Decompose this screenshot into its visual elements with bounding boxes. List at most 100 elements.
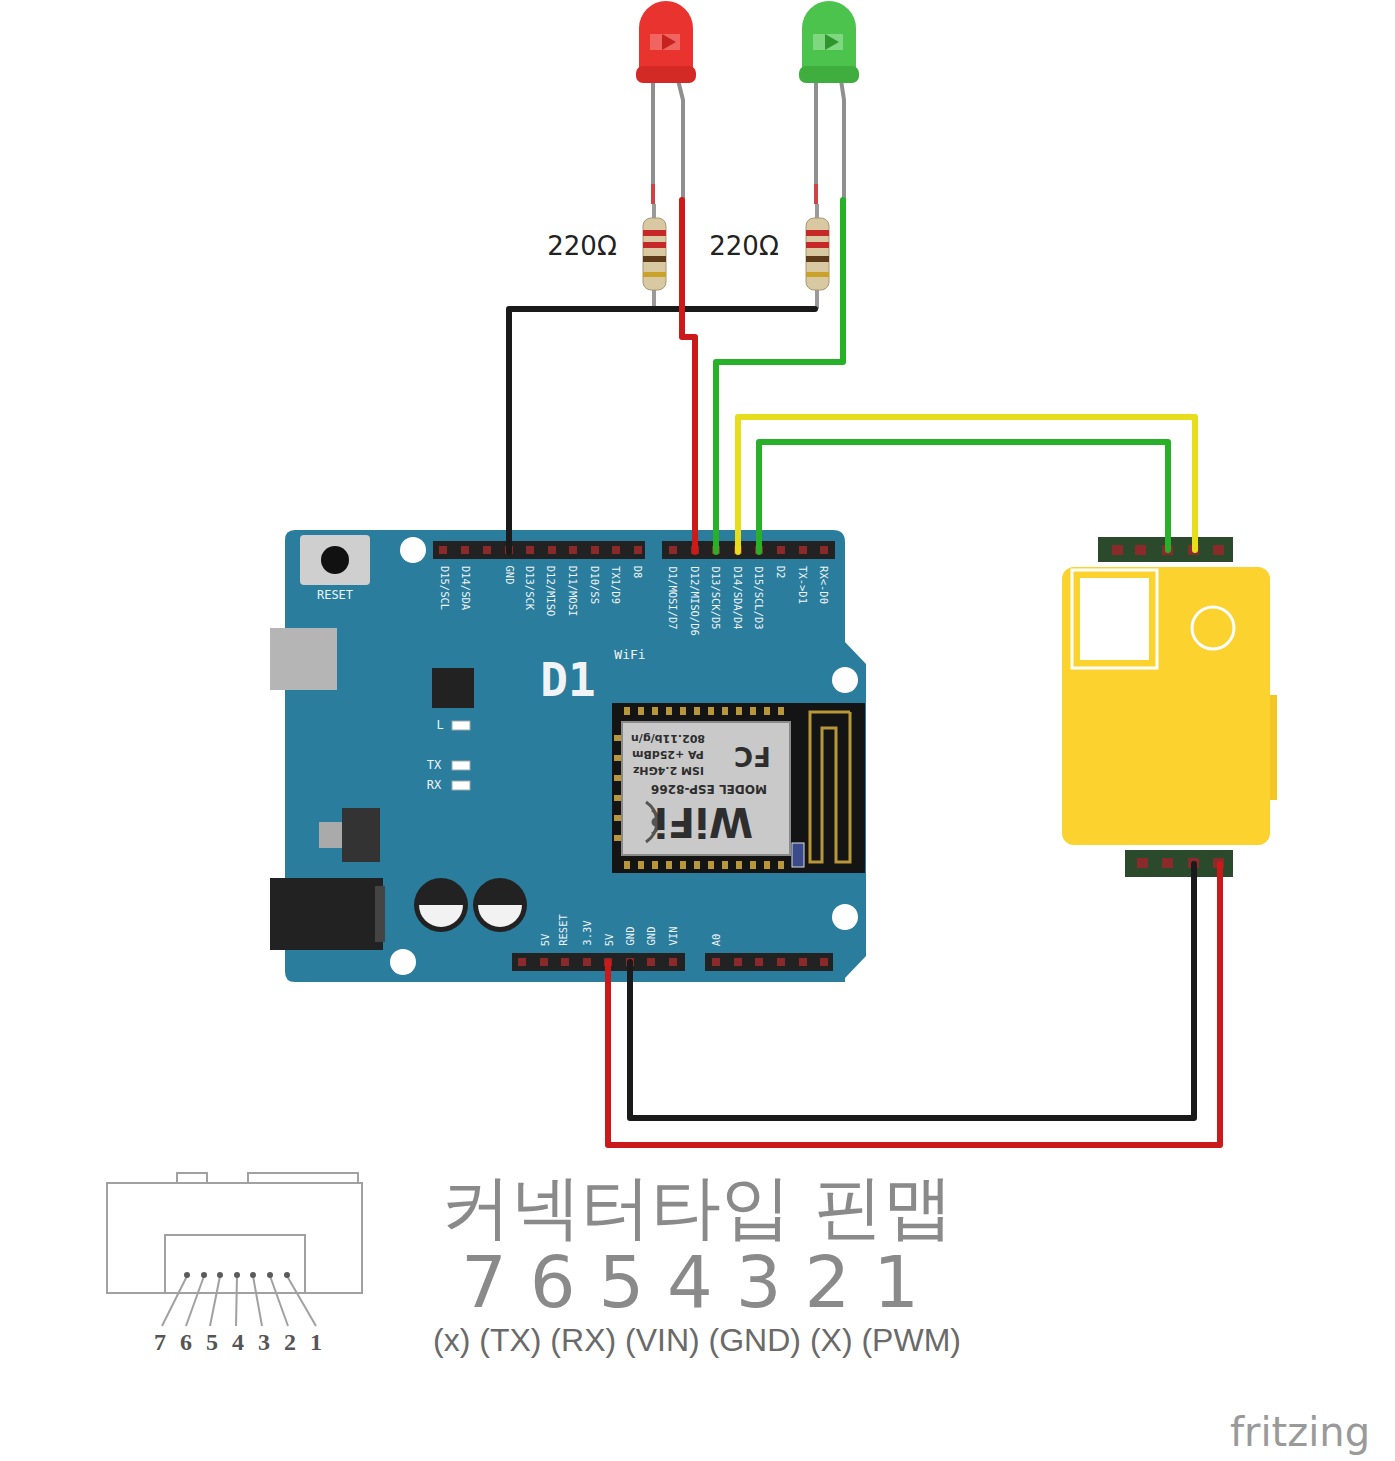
certification-mark: FC — [734, 740, 771, 770]
connector-drawing — [248, 1173, 358, 1183]
wemos-d1-board: RESETD15/SCLD14/SDAGNDD13/SCKD12/MISOD11… — [285, 530, 867, 982]
esp-carrier — [614, 815, 621, 821]
pin-label: VIN — [667, 927, 679, 946]
esp-carrier — [764, 707, 770, 715]
reset-button — [321, 546, 349, 574]
sensor-module — [1135, 545, 1146, 555]
header — [777, 546, 785, 554]
esp-carrier — [708, 861, 714, 869]
pin-label: D12/MISO/D6 — [689, 566, 701, 636]
resistor-value: 220Ω — [709, 232, 779, 262]
resistor-symbol — [806, 256, 829, 262]
header — [548, 546, 556, 554]
connector-drawing — [107, 1173, 362, 1326]
pin-numbers: 7 6 5 4 3 2 1 — [461, 1241, 919, 1324]
sensor-module — [1162, 858, 1173, 868]
esp-carrier — [810, 712, 850, 862]
connector-drawing — [184, 1272, 190, 1278]
esp-carrier — [736, 861, 742, 869]
esp-carrier — [750, 861, 756, 869]
header — [669, 958, 677, 966]
header — [439, 546, 828, 966]
esp-carrier — [736, 707, 742, 715]
red-led — [636, 66, 696, 83]
esp-carrier — [614, 735, 621, 741]
pin-label: D11/MOSI — [567, 566, 579, 617]
header — [439, 546, 447, 554]
header — [461, 546, 469, 554]
resistor-symbol — [643, 230, 666, 236]
red-led — [678, 80, 683, 200]
chip — [432, 668, 474, 708]
esp-carrier — [764, 861, 770, 869]
green-led — [814, 184, 818, 204]
esp-carrier — [638, 707, 644, 715]
pinmap-heading: 커넥터타입 핀맵 — [441, 1167, 953, 1248]
esp-carrier — [750, 707, 756, 715]
pin-label: GND — [624, 927, 636, 946]
header — [734, 958, 742, 966]
sensor-module — [1125, 850, 1233, 877]
header — [820, 958, 828, 966]
esp-carrier — [614, 755, 621, 761]
esp-carrier — [612, 703, 865, 873]
pin-label: 5V — [539, 933, 551, 946]
header — [518, 958, 526, 966]
module-marking: PA +25dBm — [632, 747, 704, 760]
reset-button — [300, 535, 370, 585]
header — [755, 546, 763, 554]
sensor-module — [1213, 545, 1224, 555]
esp-carrier — [614, 795, 621, 801]
mounting-hole — [832, 667, 858, 693]
esp8266-module: WiFiMODEL ESP-8266ISM 2.4GHzPA +25dBm802… — [622, 722, 790, 855]
capacitor — [419, 905, 463, 927]
esp-carrier — [680, 707, 686, 715]
resistor-symbol — [643, 272, 666, 277]
wire-red — [682, 200, 695, 552]
power-jack — [270, 878, 385, 950]
esp-carrier — [666, 707, 672, 715]
pin-label: D13/SCK — [524, 566, 536, 610]
header — [433, 541, 645, 559]
esp-carrier — [792, 843, 804, 867]
header — [526, 546, 534, 554]
green-led — [799, 66, 859, 83]
mounting-hole — [390, 537, 858, 975]
header — [512, 953, 685, 971]
pin-label: RESET — [557, 914, 569, 946]
sensor-module — [1072, 570, 1157, 668]
header — [569, 546, 577, 554]
esp-carrier — [624, 861, 630, 869]
green-led — [802, 1, 856, 75]
pin-label: TX1/D9 — [610, 566, 622, 604]
esp-carrier — [638, 861, 644, 869]
red-led — [651, 184, 655, 204]
header — [433, 541, 835, 971]
header — [540, 958, 548, 966]
red-led — [636, 1, 696, 204]
pin-label: D14/SDA — [460, 566, 472, 610]
connector-drawing — [201, 1272, 207, 1278]
pin-label: 5V — [603, 933, 615, 946]
header — [626, 958, 634, 966]
led-pad — [452, 721, 470, 790]
header — [777, 958, 785, 966]
header — [604, 958, 612, 966]
esp-carrier — [694, 861, 700, 869]
header — [705, 953, 833, 971]
pin-label: TX->D1 — [797, 566, 809, 604]
module-marking: WiFi — [654, 799, 753, 845]
header — [734, 546, 742, 554]
regulator — [319, 822, 343, 848]
esp-carrier — [612, 703, 865, 873]
header — [591, 546, 599, 554]
resistor-symbol — [806, 230, 829, 236]
header — [483, 546, 491, 554]
esp-carrier — [722, 861, 728, 869]
header — [712, 546, 720, 554]
pin-label: D10/SS — [589, 566, 601, 604]
pin-label: D15/SCL/D3 — [753, 566, 765, 629]
pin-label: D1/MOSI/D7 — [667, 566, 679, 629]
connector-drawing — [165, 1235, 305, 1293]
mounting-hole — [832, 904, 858, 930]
